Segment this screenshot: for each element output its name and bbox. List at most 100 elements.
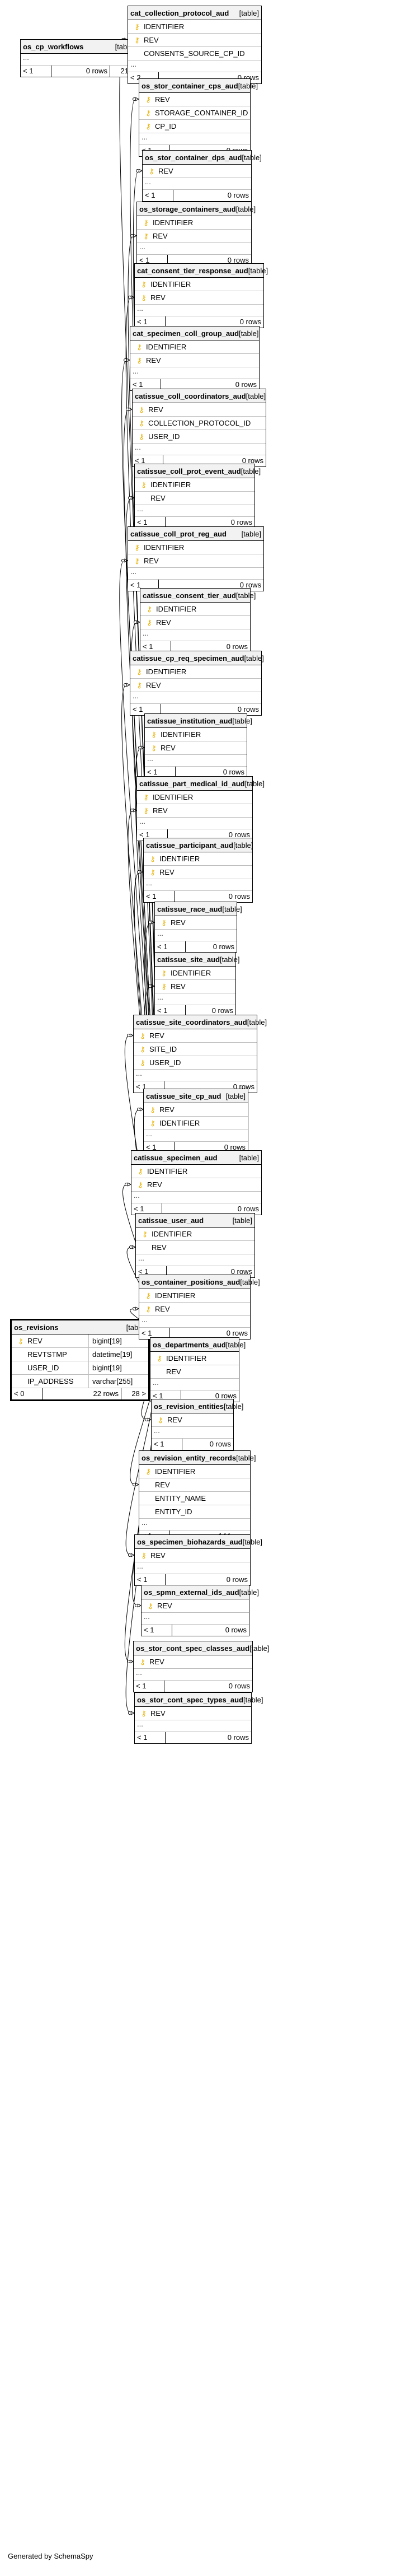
table-name: catissue_participant_aud	[146, 841, 234, 850]
children-count: < 1	[133, 455, 163, 466]
table-catissue-specimen-aud[interactable]: catissue_specimen_aud[table]⚷IDENTIFIER⚷…	[131, 1150, 262, 1215]
column-row: ⚷USER_ID	[133, 430, 266, 444]
table-catissue-coll-prot-reg-aud[interactable]: catissue_coll_prot_reg_aud[table]⚷IDENTI…	[128, 526, 264, 591]
table-os-specimen-biohazards-aud[interactable]: os_specimen_biohazards_aud[table]⚷REV...…	[134, 1534, 262, 1586]
table-os-spmn-external-ids-aud[interactable]: os_spmn_external_ids_aud[table]⚷REV...< …	[141, 1585, 259, 1636]
row-count: 0 rows	[209, 1440, 231, 1448]
key-icon: ⚷	[143, 806, 149, 815]
table-name: cat_specimen_coll_group_aud	[133, 329, 239, 338]
table-catissue-consent-tier-aud[interactable]: catissue_consent_tier_aud[table]⚷IDENTIF…	[140, 588, 256, 653]
key-icon: ⚷	[142, 1229, 148, 1238]
table-catissue-part-medical-id-aud[interactable]: catissue_part_medical_id_aud[table]⚷IDEN…	[136, 776, 265, 841]
table-name: catissue_institution_aud	[147, 716, 233, 725]
children-count: < 1	[143, 190, 173, 201]
column-row: ⚷IDENTIFIER	[150, 1352, 239, 1365]
column-row: ⚷REV	[137, 230, 251, 243]
column-type: bigint[19]	[88, 1361, 148, 1375]
column-name: IDENTIFIER	[171, 969, 211, 977]
key-icon: ⚷	[145, 108, 151, 117]
table-catissue-site-aud[interactable]: catissue_site_aud[table]⚷IDENTIFIER⚷REV.…	[154, 952, 239, 1017]
table-name: os_container_positions_aud	[142, 1277, 241, 1286]
table-header: os_departments_aud[table]	[150, 1338, 246, 1352]
table-catissue-site-coordinators-aud[interactable]: catissue_site_coordinators_aud[table]⚷RE…	[133, 1015, 267, 1093]
column-ellipsis: ...	[130, 367, 259, 379]
table-name: os_revision_entity_records	[142, 1453, 237, 1462]
edge-crow-foot	[130, 809, 134, 812]
column-name: IP_ADDRESS	[27, 1377, 74, 1385]
children-count: < 1	[130, 379, 161, 390]
column-row: ⚷USER_ID	[134, 1056, 257, 1070]
table-catissue-coll-coordinators-aud[interactable]: catissue_coll_coordinators_aud[table]⚷RE…	[132, 389, 266, 467]
column-name: REV	[153, 806, 168, 815]
table-kind: [table]	[235, 204, 256, 213]
table-catissue-institution-aud[interactable]: catissue_institution_aud[table]⚷IDENTIFI…	[144, 713, 252, 778]
table-name: os_spmn_external_ids_aud	[144, 1588, 239, 1597]
table-os-container-positions-aud[interactable]: os_container_positions_aud[table]⚷IDENTI…	[139, 1275, 260, 1340]
row-count: 0 rows	[237, 1205, 259, 1213]
table-os-stor-cont-spec-types-aud[interactable]: os_stor_cont_spec_types_aud[table]⚷REV..…	[134, 1692, 263, 1744]
table-catissue-coll-prot-event-aud[interactable]: catissue_coll_prot_event_aud[table]⚷IDEN…	[134, 464, 261, 529]
edge-crow-foot	[127, 1660, 130, 1663]
table-header: os_specimen_biohazards_aud[table]	[135, 1535, 262, 1549]
table-cat-consent-tier-response-aud[interactable]: cat_consent_tier_response_aud[table]⚷IDE…	[134, 263, 268, 328]
table-header: catissue_institution_aud[table]	[145, 714, 252, 728]
column-row: ⚷REV	[139, 93, 250, 106]
table-os-stor-container-cps-aud[interactable]: os_stor_container_cps_aud[table]⚷REV⚷STO…	[139, 78, 258, 157]
column-name: REV	[166, 1368, 181, 1376]
table-kind: [table]	[247, 1018, 267, 1026]
column-name: REV	[147, 1180, 162, 1189]
table-kind: [table]	[244, 654, 264, 662]
key-icon: ⚷	[140, 1044, 145, 1053]
table-name: os_stor_cont_spec_types_aud	[137, 1695, 244, 1704]
table-os-stor-cont-spec-classes-aud[interactable]: os_stor_cont_spec_classes_aud[table]⚷REV…	[133, 1641, 269, 1692]
column-name: CP_ID	[155, 122, 177, 130]
key-icon: ⚷	[136, 680, 142, 689]
table-cat-collection-protocol-aud[interactable]: cat_collection_protocol_aud[table]⚷IDENT…	[128, 6, 262, 84]
table-catissue-participant-aud[interactable]: catissue_participant_aud[table]⚷IDENTIFI…	[143, 838, 253, 903]
column-row: ⚷COLLECTION_PROTOCOL_ID	[133, 417, 266, 430]
table-kind: [table]	[232, 716, 252, 725]
column-row: REV	[136, 1241, 254, 1254]
table-catissue-cp-req-specimen-aud[interactable]: catissue_cp_req_specimen_aud[table]⚷IDEN…	[130, 651, 264, 716]
children-count: < 1	[135, 1732, 166, 1743]
column-row: ENTITY_ID	[139, 1505, 250, 1519]
column-row: ⚷REV	[133, 403, 266, 417]
key-icon: ⚷	[150, 854, 155, 863]
row-count: 0 rows	[230, 1267, 252, 1276]
edge-crow-foot	[133, 1307, 136, 1310]
table-catissue-site-cp-aud[interactable]: catissue_site_cp_aud[table]⚷REV⚷IDENTIFI…	[143, 1089, 248, 1154]
column-row: IP_ADDRESS varchar[255]	[12, 1374, 148, 1388]
column-row: ⚷REV	[144, 1103, 248, 1117]
key-icon: ⚷	[147, 604, 152, 613]
table-os-stor-container-dps-aud[interactable]: os_stor_container_dps_aud[table]⚷REV...<…	[142, 150, 262, 202]
row-count: 0 rows	[228, 1682, 250, 1690]
table-name: os_departments_aud	[153, 1340, 226, 1349]
table-header: cat_specimen_coll_group_aud[table]	[130, 326, 259, 340]
key-icon: ⚷	[149, 166, 154, 175]
key-icon: ⚷	[136, 667, 142, 676]
column-ellipsis: ...	[130, 692, 261, 704]
key-icon: ⚷	[141, 293, 147, 302]
table-kind: [table]	[238, 81, 258, 90]
column-name: REV	[150, 1551, 166, 1560]
table-cat-specimen-coll-group-aud[interactable]: cat_specimen_coll_group_aud[table]⚷IDENT…	[130, 326, 260, 391]
table-name: catissue_coll_coordinators_aud	[135, 391, 246, 400]
table-os-cp-workflows[interactable]: os_cp_workflows [table] ... < 1 0 rows 2…	[20, 39, 138, 77]
children-count: < 1	[135, 1574, 166, 1585]
table-os-revision-entity-records[interactable]: os_revision_entity_records[table]⚷IDENTI…	[139, 1450, 256, 1542]
column-type: varchar[255]	[88, 1374, 148, 1388]
column-ellipsis: ...	[137, 818, 252, 829]
table-os-storage-containers-aud[interactable]: os_storage_containers_aud[table]⚷IDENTIF…	[136, 202, 256, 267]
column-name: IDENTIFIER	[153, 218, 194, 227]
row-count: 22 rows	[43, 1388, 121, 1399]
